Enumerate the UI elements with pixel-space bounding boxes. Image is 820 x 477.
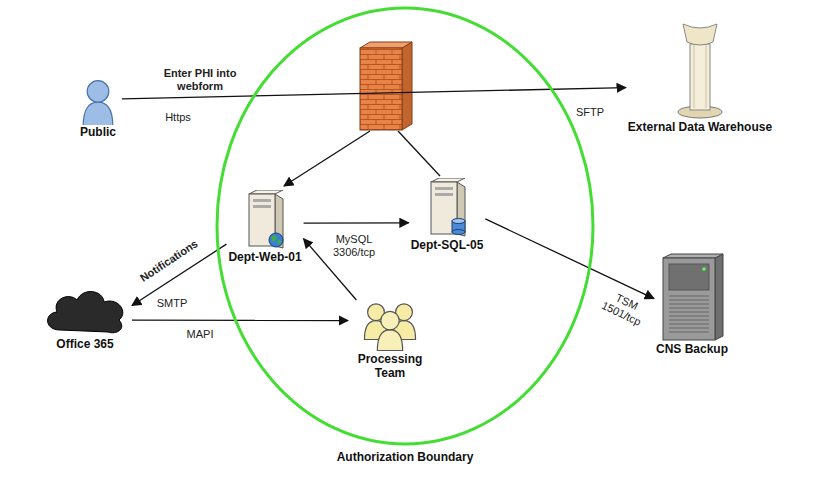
- tower-column: [690, 44, 710, 110]
- db-bottom: [452, 230, 465, 235]
- protocol-label: Https: [163, 111, 193, 124]
- globe: [269, 233, 283, 247]
- tower-head: [683, 24, 717, 45]
- rack-top: [663, 254, 723, 258]
- drive-slot: [253, 205, 271, 208]
- server-node: Dept-SQL-05: [409, 176, 486, 254]
- rack-panel: [669, 264, 709, 290]
- warehouse-icon: [675, 20, 725, 120]
- rack-vent: [669, 324, 709, 325]
- edge-label: MySQL 3306/tcp: [322, 233, 386, 259]
- rack-front: [663, 258, 715, 340]
- server-node: Dept-Web-01: [226, 188, 303, 266]
- server-top: [431, 178, 465, 182]
- web-icon: [243, 190, 287, 250]
- team-icon: [359, 302, 421, 352]
- boundary-ellipse: Authorization Boundary Dept-Web-01 Dept-SQ…: [215, 6, 595, 468]
- edge-label: MAPI: [185, 328, 216, 341]
- sql-icon: [425, 178, 469, 238]
- boundary-ring: [217, 8, 593, 444]
- firewall-link: [398, 131, 440, 176]
- globe-land: [271, 236, 281, 245]
- node-label: Public: [76, 125, 120, 139]
- person-icon: [76, 80, 120, 125]
- rack-vent: [669, 304, 709, 305]
- firewall-side: [402, 42, 412, 130]
- node-label: Dept-Web-01: [228, 250, 301, 264]
- rack-vent: [669, 312, 709, 313]
- db-top: [452, 219, 465, 224]
- rack-vent: [669, 328, 709, 329]
- person-head: [87, 81, 109, 103]
- edge-label: Enter PHI into webform: [153, 67, 247, 93]
- node-label: Processing Team: [350, 352, 430, 380]
- status-led: [702, 267, 706, 271]
- node-label: CNS Backup: [656, 342, 728, 356]
- rack-vent: [669, 296, 709, 297]
- tower-ridge: [694, 44, 706, 108]
- boundary-label: Authorization Boundary: [215, 450, 595, 464]
- rack-vent: [669, 308, 709, 309]
- connector: [304, 222, 409, 224]
- node-label: External Data Warehouse: [628, 120, 772, 134]
- rack-vent: [669, 300, 709, 301]
- cloud-icon: [40, 282, 130, 337]
- server-top: [249, 190, 283, 194]
- person-body: [377, 330, 402, 351]
- drive-slot: [253, 199, 271, 202]
- person-head: [381, 311, 399, 329]
- node-label: Office 365: [40, 337, 130, 351]
- cloud-shape: [48, 292, 123, 333]
- backup-node: CNS Backup: [654, 250, 730, 358]
- actor-node: Public: [74, 78, 122, 141]
- datastore-node: External Data Warehouse: [626, 18, 774, 136]
- firewall-front: [360, 48, 402, 130]
- drive-slot: [435, 187, 453, 190]
- drive-slot: [435, 193, 453, 196]
- rack-vent: [669, 320, 709, 321]
- node-label: Dept-SQL-05: [411, 238, 484, 252]
- connector: [132, 319, 348, 321]
- firewall-link: [284, 131, 370, 186]
- edge-label: TSM 1501/tcp: [590, 282, 659, 333]
- protocol-label: SFTP: [574, 106, 606, 119]
- team-node: Processing Team: [348, 300, 432, 382]
- connector: [485, 219, 654, 299]
- cloud-node: Office 365: [38, 280, 132, 353]
- rack-vent: [669, 316, 709, 317]
- protocol-label: SMTP: [155, 297, 190, 310]
- edge-label: Notifications: [136, 236, 202, 286]
- rack-vent: [669, 332, 709, 333]
- rack-icon: [657, 252, 727, 342]
- person-body: [83, 102, 113, 125]
- firewall-top: [360, 42, 412, 48]
- rack-side: [715, 254, 723, 340]
